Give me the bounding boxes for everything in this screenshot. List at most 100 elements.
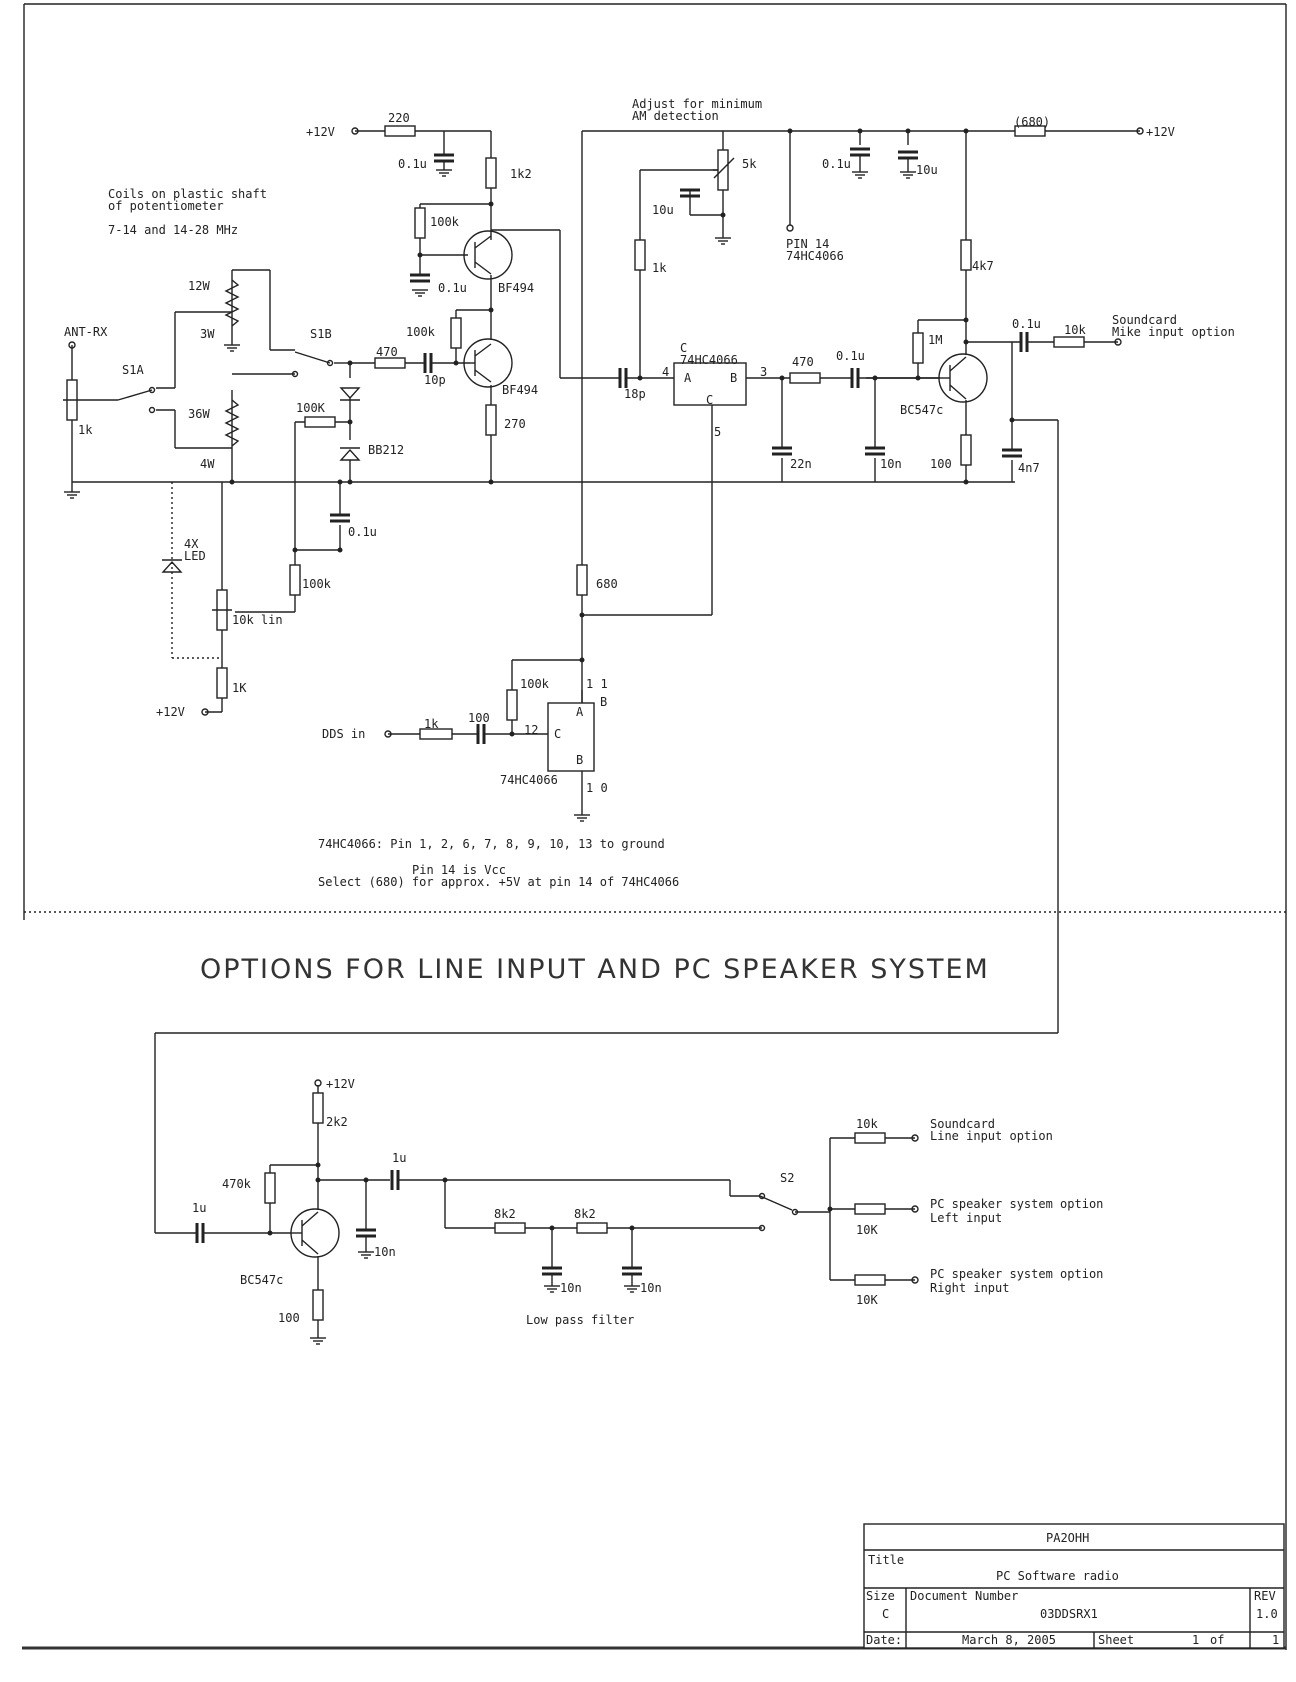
label-r4k7: 4k7	[972, 259, 994, 273]
tb-company: PA2OHH	[1046, 1531, 1089, 1545]
tb-sheet-total: 1	[1272, 1633, 1279, 1647]
label-ic1-c: C	[680, 341, 687, 355]
label-p10: 1 0	[586, 781, 608, 795]
tb-title: PC Software radio	[996, 1569, 1119, 1583]
upper-resistors	[66, 125, 1085, 740]
label-ic1-cc: C	[706, 393, 713, 407]
label-c100: 100	[468, 711, 490, 725]
label-c10n-d: 10n	[640, 1281, 662, 1295]
label-r470-a: 470	[376, 345, 398, 359]
label-r1k-c: 1k	[424, 717, 439, 731]
label-note-2: Pin 14 is Vcc	[412, 863, 506, 877]
label-c10u-a: 10u	[652, 203, 674, 217]
label-mic-2: Mike input option	[1112, 325, 1235, 339]
label-p11: 1 1	[586, 677, 608, 691]
label-ant: ANT-RX	[64, 325, 108, 339]
label-dds: DDS in	[322, 727, 365, 741]
label-c10p: 10p	[424, 373, 446, 387]
label-c22n: 22n	[790, 457, 812, 471]
label-r2k2: 2k2	[326, 1115, 348, 1129]
label-ic2-c: C	[554, 727, 561, 741]
label-w3: 3W	[200, 327, 215, 341]
label-ic2-a: A	[576, 705, 584, 719]
label-coils-note-2: of potentiometer	[108, 199, 224, 213]
label-r100-b: 100	[278, 1311, 300, 1325]
label-ic1-b: B	[730, 371, 737, 385]
label-adjust-2: AM detection	[632, 109, 719, 123]
tb-doc-label: Document Number	[910, 1589, 1018, 1603]
label-pin14-1: PIN 14	[786, 237, 829, 251]
label-q-bf494-b: BF494	[502, 383, 538, 397]
label-supply-bl: +12V	[156, 705, 185, 719]
label-pin14-2: 74HC4066	[786, 249, 844, 263]
label-r100k-c: 100K	[296, 401, 326, 415]
tb-doc-number: 03DDSRX1	[1040, 1607, 1098, 1621]
label-r100k-e: 100k	[520, 677, 550, 691]
lower-components	[195, 1079, 919, 1345]
label-q-bf494-a: BF494	[498, 281, 534, 295]
label-line-2: Line input option	[930, 1129, 1053, 1143]
label-s2: S2	[780, 1171, 794, 1185]
label-w4: 4W	[200, 457, 215, 471]
tb-rev: 1.0	[1256, 1607, 1278, 1621]
upper-transistors	[463, 230, 988, 403]
label-ic1-name: 74HC4066	[680, 353, 738, 367]
upper-labels: +12V 220 0.1u 1k2 100k 0.1u BF494 100k B…	[64, 97, 1235, 889]
sheet-frame	[22, 3, 1287, 1650]
tb-size: C	[882, 1607, 889, 1621]
label-supply-out: +12V	[326, 1077, 355, 1091]
label-adjust-1: Adjust for minimum	[632, 97, 762, 111]
label-supply-tr: +12V	[1146, 125, 1175, 139]
label-r100-a: 100	[930, 457, 952, 471]
label-r1k2: 1k2	[510, 167, 532, 181]
label-p12: 12	[524, 723, 538, 737]
lower-wiring	[203, 1085, 915, 1338]
ic-74hc4066-blocks	[547, 362, 747, 782]
label-c01-e: 0.1u	[1012, 317, 1041, 331]
label-r8k2-b: 8k2	[574, 1207, 596, 1221]
label-r470k: 470k	[222, 1177, 252, 1191]
label-left-1: PC speaker system option	[930, 1197, 1103, 1211]
section-heading: OPTIONS FOR LINE INPUT AND PC SPEAKER SY…	[200, 954, 990, 985]
ground-symbols	[64, 169, 916, 822]
tb-title-label: Title	[868, 1553, 904, 1567]
label-r680-top: (680)	[1014, 115, 1050, 129]
label-c01-d: 0.1u	[822, 157, 851, 171]
label-w12: 12W	[188, 279, 210, 293]
label-c4n7: 4n7	[1018, 461, 1040, 475]
label-ic1-a: A	[684, 371, 692, 385]
label-pot5k: 5k	[742, 157, 757, 171]
label-r10k-c: 10K	[856, 1223, 878, 1237]
label-s1a: S1A	[122, 363, 144, 377]
title-block: PA2OHH Title PC Software radio Size C Do…	[863, 1523, 1285, 1649]
label-r8k2-a: 8k2	[494, 1207, 516, 1221]
label-led-2: LED	[184, 549, 206, 563]
label-c10n-a: 10n	[880, 457, 902, 471]
label-note-1: 74HC4066: Pin 1, 2, 6, 7, 8, 9, 10, 13 t…	[318, 837, 665, 851]
label-c1u-a: 1u	[192, 1201, 206, 1215]
label-w36: 36W	[188, 407, 210, 421]
junction-dots	[229, 128, 1015, 737]
lower-labels: +12V 2k2 470k 1u 1u BC547c 10n 100 8k2 8…	[192, 1077, 1103, 1327]
label-ic1-p3: 3	[760, 365, 767, 379]
label-r220: 220	[388, 111, 410, 125]
label-coils-note-3: 7-14 and 14-28 MHz	[108, 223, 238, 237]
label-c01-a: 0.1u	[398, 157, 427, 171]
label-r10k-b: 10k	[856, 1117, 878, 1131]
label-ic2-b: B	[576, 753, 583, 767]
label-r270: 270	[504, 417, 526, 431]
label-r1k-b: 1k	[652, 261, 667, 275]
label-supply-tl: +12V	[306, 125, 335, 139]
label-r470-b: 470	[792, 355, 814, 369]
label-r100k-a: 100k	[430, 215, 460, 229]
label-ic2-name: 74HC4066	[500, 773, 558, 787]
label-mic-1: Soundcard	[1112, 313, 1177, 327]
label-right-1: PC speaker system option	[930, 1267, 1103, 1281]
label-q-bc547-a: BC547c	[900, 403, 943, 417]
label-c10u-b: 10u	[916, 163, 938, 177]
label-pot1k: 1k	[78, 423, 93, 437]
label-ic1-p5: 5	[714, 425, 721, 439]
label-ic2-b-out: B	[600, 695, 607, 709]
tb-date-label: Date:	[866, 1633, 902, 1647]
